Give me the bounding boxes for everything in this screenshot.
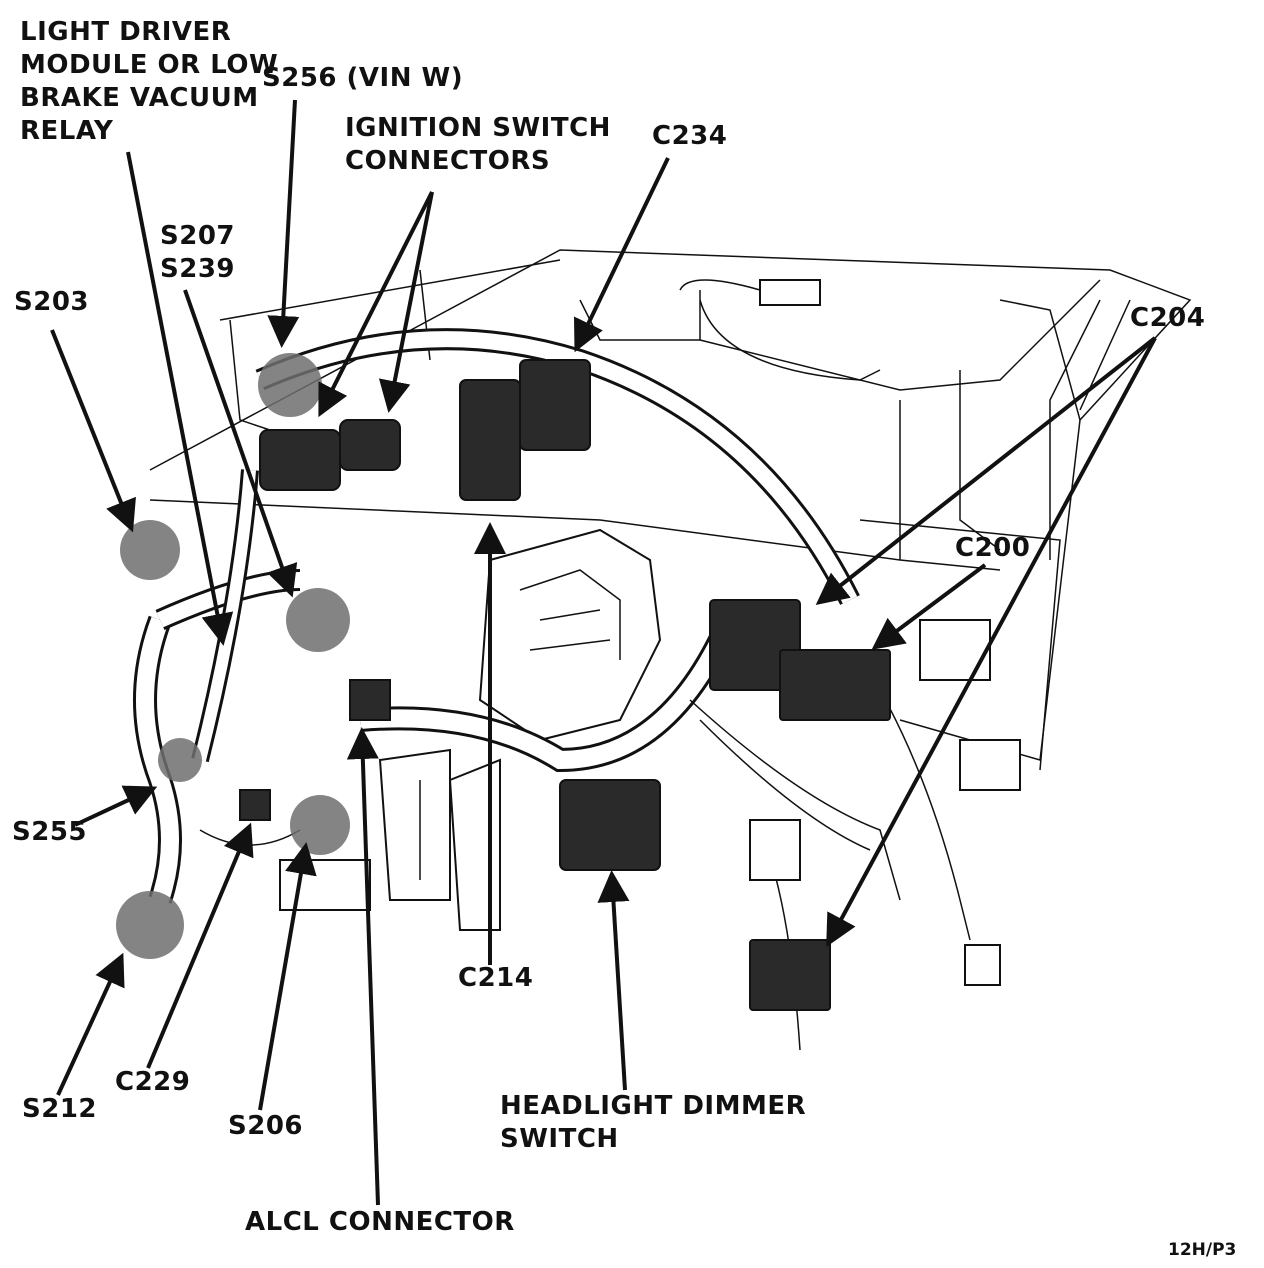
label-ignition-line-2: CONNECTORS bbox=[345, 146, 551, 176]
label-light-driver-line-4: RELAY bbox=[20, 116, 114, 146]
arrow-c229 bbox=[146, 822, 254, 1069]
arrow-c200 bbox=[871, 563, 987, 650]
label-s206: S206 bbox=[228, 1111, 303, 1141]
arrow-c204-2 bbox=[826, 337, 1157, 948]
arrow-light-driver bbox=[126, 151, 234, 646]
label-alcl: ALCL CONNECTOR bbox=[245, 1207, 515, 1237]
arrow-s203 bbox=[50, 329, 136, 533]
label-light-driver-line-1: LIGHT DRIVER bbox=[20, 17, 232, 47]
arrow-ignition-2 bbox=[378, 191, 434, 413]
arrow-s212 bbox=[56, 952, 125, 1096]
dash-structure bbox=[149, 249, 1192, 771]
label-s207-s239: S207 S239 bbox=[160, 220, 235, 286]
label-headlight-line-2: SWITCH bbox=[500, 1124, 619, 1154]
label-s256: S256 (VIN W) bbox=[262, 63, 464, 93]
label-c204: C204 bbox=[1130, 303, 1206, 333]
label-s239: S239 bbox=[160, 254, 235, 284]
arrow-c204-1 bbox=[815, 336, 1157, 605]
label-light-driver-line-3: BRAKE VACUUM bbox=[20, 83, 259, 113]
arrow-s255 bbox=[74, 785, 158, 827]
figure-code: 12H/P3 bbox=[1168, 1240, 1237, 1260]
arrow-s206 bbox=[258, 842, 317, 1111]
label-light-driver-line-2: MODULE OR LOW bbox=[20, 50, 279, 80]
arrow-c234 bbox=[573, 157, 670, 353]
label-c229: C229 bbox=[115, 1067, 191, 1097]
steering-column bbox=[378, 528, 662, 931]
label-ignition-line-1: IGNITION SWITCH bbox=[345, 113, 611, 143]
label-light-driver: LIGHT DRIVER MODULE OR LOW BRAKE VACUUM … bbox=[20, 16, 278, 148]
arrow-alcl bbox=[346, 727, 380, 1206]
label-s212: S212 bbox=[22, 1094, 97, 1124]
label-s203: S203 bbox=[14, 287, 89, 317]
arrow-s256 bbox=[267, 99, 300, 348]
connectors bbox=[239, 279, 1021, 1011]
splice-spots bbox=[116, 353, 350, 959]
arrow-s207 bbox=[183, 289, 298, 598]
label-ignition: IGNITION SWITCH CONNECTORS bbox=[345, 112, 611, 178]
label-s255: S255 bbox=[12, 817, 87, 847]
arrow-headlight bbox=[597, 870, 630, 1091]
label-headlight: HEADLIGHT DIMMER SWITCH bbox=[500, 1090, 806, 1156]
label-c214: C214 bbox=[458, 963, 534, 993]
label-headlight-line-1: HEADLIGHT DIMMER bbox=[500, 1091, 807, 1121]
arrow-ignition-1 bbox=[318, 191, 434, 418]
label-s207: S207 bbox=[160, 221, 235, 251]
label-c200: C200 bbox=[955, 533, 1031, 563]
label-c234: C234 bbox=[652, 121, 728, 151]
callout-arrows bbox=[50, 99, 1157, 1206]
